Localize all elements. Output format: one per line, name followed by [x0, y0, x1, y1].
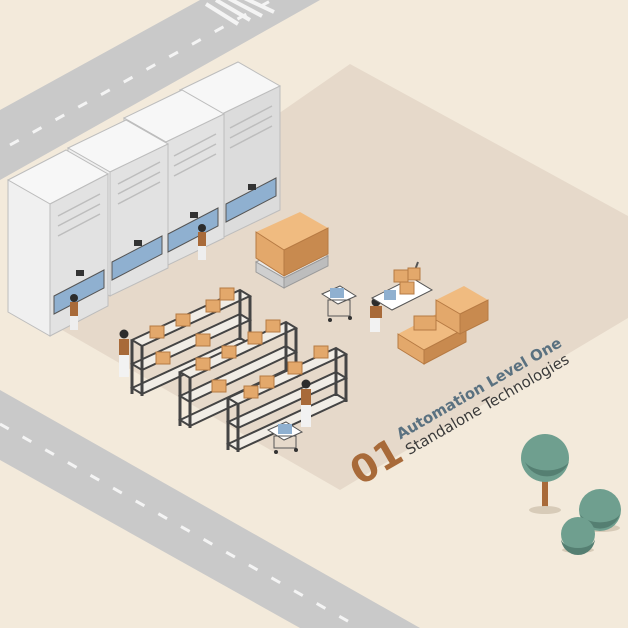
cart	[320, 285, 358, 322]
shrub	[561, 517, 595, 555]
worker-figure	[70, 294, 78, 330]
tree	[521, 434, 569, 514]
road-bottom	[0, 390, 420, 628]
cart	[266, 421, 304, 454]
vertical-lift-modules	[6, 61, 282, 337]
worker-figure	[119, 329, 129, 377]
hand-truck	[370, 261, 434, 311]
road-top	[0, 0, 320, 180]
pallet-of-boxes	[254, 212, 330, 289]
box-stack	[397, 286, 489, 365]
crosswalk	[204, 0, 275, 26]
worker-figure	[198, 224, 206, 260]
storage-rack	[225, 345, 349, 452]
worker-figure	[301, 379, 311, 427]
